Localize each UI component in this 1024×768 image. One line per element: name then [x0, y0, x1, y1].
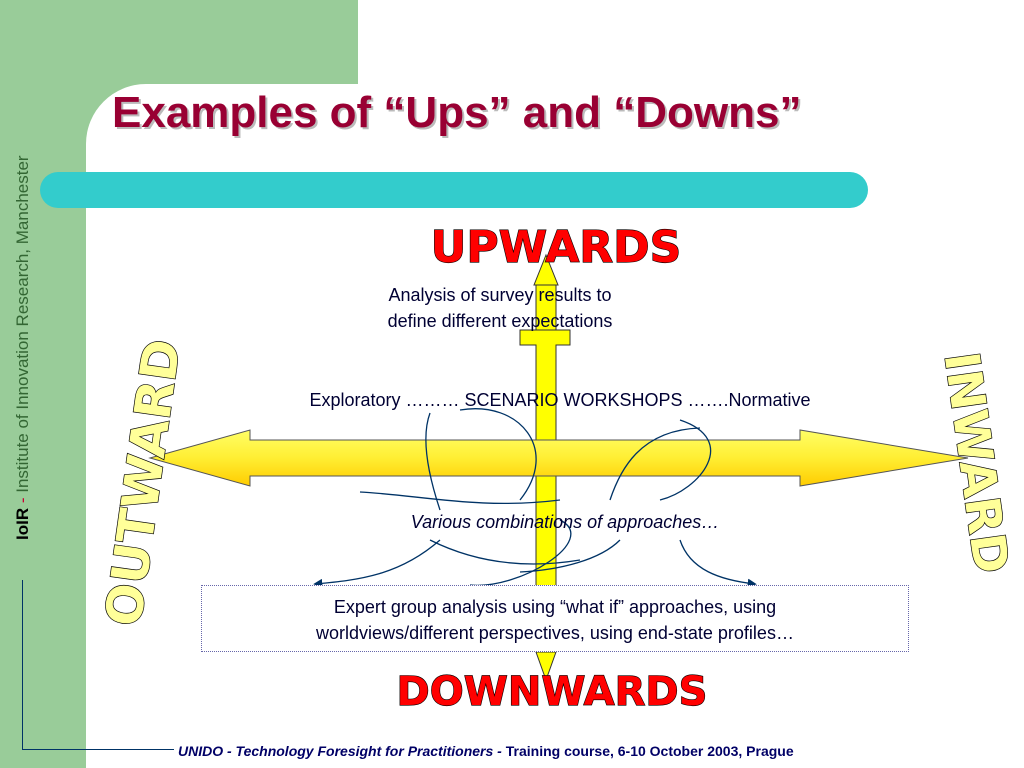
outward-label: OUTWARD	[94, 336, 192, 630]
analysis-line-2: define different expectations	[387, 311, 613, 331]
inward-label: INWARD	[933, 349, 1019, 577]
expert-line-1: Expert group analysis using “what if” ap…	[333, 597, 777, 617]
downwards-label: DOWNWARDS	[397, 669, 708, 715]
slide-title: Examples of “Ups” and “Downs”	[112, 88, 802, 137]
teal-divider-bar	[40, 172, 868, 208]
footer-rule-vertical	[22, 580, 23, 750]
connector-curves	[313, 408, 757, 588]
upwards-label: UPWARDS	[431, 222, 682, 273]
scenario-workshops-text: Exploratory ……… SCENARIO WORKSHOPS …….No…	[309, 390, 811, 410]
horizontal-double-arrow	[148, 429, 969, 487]
analysis-line-1: Analysis of survey results to	[388, 285, 612, 305]
footer-rule-horizontal	[22, 749, 174, 750]
expert-line-2: worldviews/different perspectives, using…	[316, 623, 794, 643]
analysis-text: Analysis of survey results to define dif…	[330, 282, 670, 334]
expert-group-box: Expert group analysis using “what if” ap…	[201, 585, 909, 652]
footer-course-name: UNIDO - Technology Foresight for Practit…	[178, 743, 506, 759]
various-combinations-text: Various combinations of approaches…	[410, 512, 720, 532]
slide-footer: UNIDO - Technology Foresight for Practit…	[178, 743, 1018, 759]
footer-course-details: Training course, 6-10 October 2003, Prag…	[505, 743, 794, 759]
